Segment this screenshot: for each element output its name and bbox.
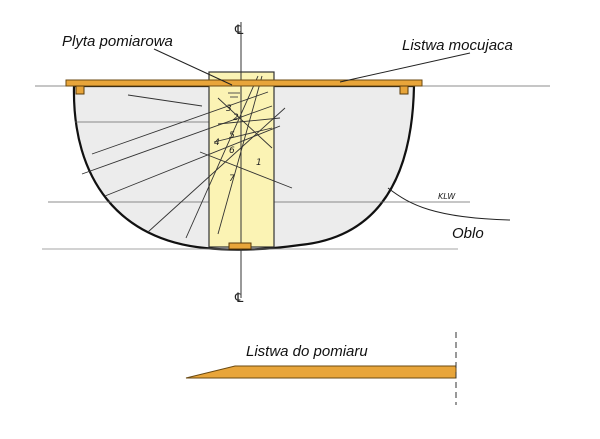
plate-marks [228,92,240,98]
measure-number-6: 6 [229,146,235,156]
centerline-bottom-symbol: ℄ [234,291,244,306]
measure-number-2: 2 [233,113,239,123]
measuring-strip [185,365,457,379]
left-support-block [75,85,85,95]
label-mounting-strip: Listwa mocujaca [402,37,513,54]
centerline-top-symbol: ℄ [234,23,244,38]
leader-lines [153,48,511,221]
mounting-strip [65,79,423,87]
label-measurement-plate: Plyta pomiarowa [62,33,173,50]
measure-number-3: 3 [226,104,232,114]
radial-lines [81,75,293,239]
measure-number-5: 5 [229,131,235,141]
right-support-block [399,85,409,95]
label-oblo: Oblo [452,225,484,242]
label-klw: KLW [438,192,456,201]
label-measuring-strip: Listwa do pomiaru [246,343,368,360]
keel-block [228,242,252,250]
measure-number-7: 7 [229,174,235,184]
measure-number-4: 4 [214,138,220,148]
measure-number-1: 1 [256,158,262,168]
